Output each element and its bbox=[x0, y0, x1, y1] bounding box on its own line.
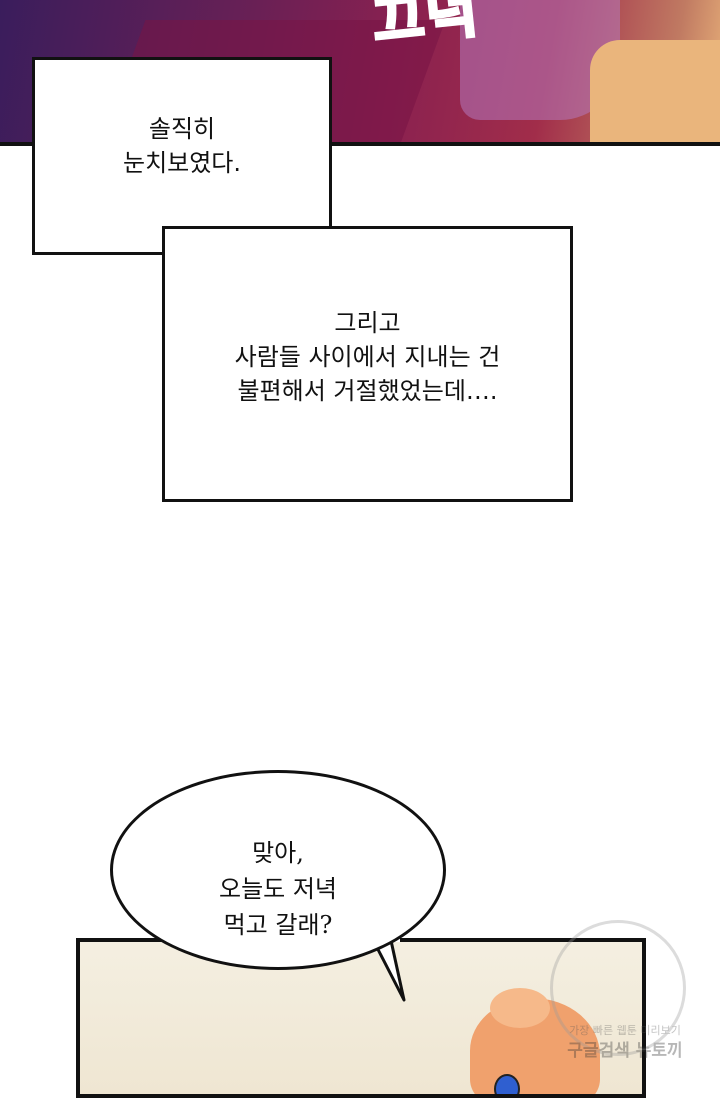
dialogue-line: 맞아, bbox=[252, 839, 304, 867]
character-hair-highlight bbox=[490, 988, 550, 1028]
caption-box-2: 그리고 사람들 사이에서 지내는 건 불편해서 거절했었는데…. bbox=[162, 226, 573, 502]
caption-line: 불편해서 거절했었는데…. bbox=[237, 377, 498, 405]
caption-box-1: 솔직히 눈치보였다. bbox=[32, 57, 332, 255]
caption-line: 솔직히 bbox=[148, 115, 216, 143]
watermark-name: 구글검색 뉴토끼 bbox=[567, 1041, 683, 1061]
dialogue-line: 오늘도 저녁 bbox=[218, 875, 338, 903]
site-watermark: 가장 빠른 웹툰 미리보기 구글검색 뉴토끼 bbox=[540, 900, 710, 1070]
hand-art bbox=[590, 40, 720, 142]
caption-line: 그리고 bbox=[334, 309, 401, 337]
caption-line: 사람들 사이에서 지내는 건 bbox=[234, 343, 501, 371]
speech-bubble: 맞아, 오늘도 저녁 먹고 갈래? bbox=[110, 770, 446, 970]
character-eye bbox=[494, 1074, 520, 1094]
caption-line: 눈치보였다. bbox=[122, 149, 242, 177]
dialogue-line: 먹고 갈래? bbox=[223, 911, 333, 939]
watermark-logo-icon bbox=[550, 920, 686, 1056]
watermark-tagline: 가장 빠른 웹툰 미리보기 bbox=[569, 1024, 681, 1037]
